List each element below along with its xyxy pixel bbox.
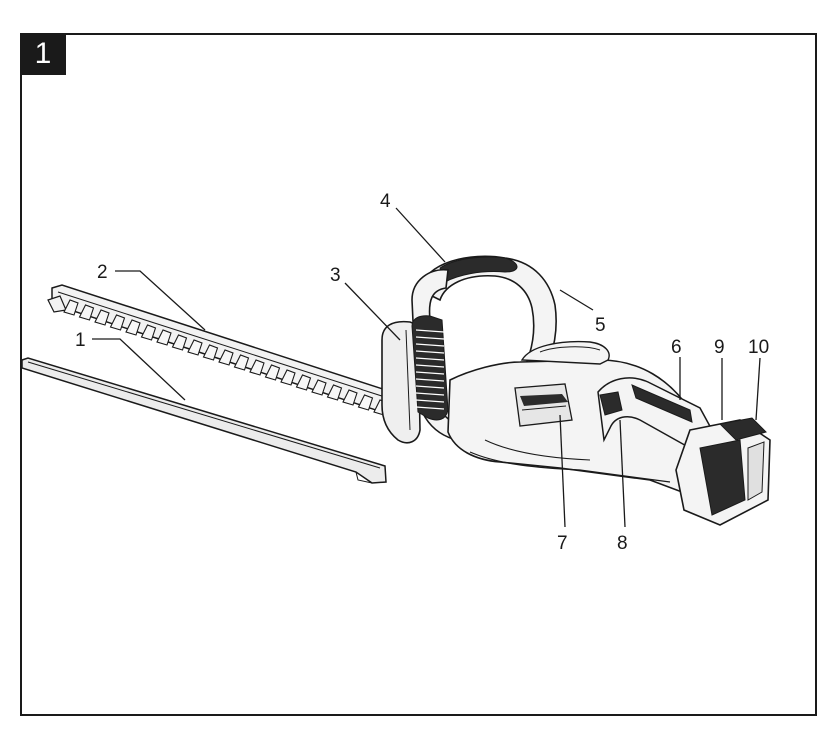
blade-tooth — [326, 384, 343, 401]
blade-tooth — [311, 379, 327, 396]
battery-pack — [675, 417, 771, 526]
grip-rib — [415, 406, 445, 410]
blade-tooth — [78, 304, 95, 321]
grip-rib — [415, 371, 445, 375]
grip-rib — [415, 357, 445, 361]
blade-tooth — [249, 359, 265, 376]
callout-6: 6 — [671, 337, 682, 358]
blade-tooth — [280, 369, 296, 386]
callout-1: 1 — [75, 330, 86, 351]
callout-8: 8 — [617, 533, 628, 554]
blade-bar — [47, 284, 393, 416]
callout-7: 7 — [557, 533, 568, 554]
leader-lines — [92, 207, 761, 528]
blade-tooth — [125, 319, 141, 336]
blade-tooth — [171, 334, 188, 351]
callout-4: 4 — [380, 191, 391, 212]
grip-rib — [415, 392, 445, 396]
grip-rib — [415, 399, 445, 403]
blade-tooth — [218, 349, 234, 366]
figure-number-badge: 1 — [20, 33, 66, 75]
grip-rib — [415, 329, 445, 333]
switch-lock-panel — [514, 383, 573, 427]
grip-rib — [415, 343, 445, 347]
blade-tooth — [109, 314, 126, 331]
callout-3: 3 — [330, 265, 341, 286]
blade-guard — [21, 357, 387, 484]
figure-frame — [20, 33, 817, 716]
hand-guard — [381, 320, 421, 444]
callout-10: 10 — [748, 337, 769, 358]
blade-tooth — [156, 329, 172, 346]
grip-rib — [415, 336, 445, 340]
blade-tooth — [187, 339, 203, 356]
blade-tooth — [140, 324, 157, 341]
callout-5: 5 — [595, 315, 606, 336]
callout-2: 2 — [97, 262, 108, 283]
grip-rib — [415, 350, 445, 354]
front-handle-grip — [411, 315, 449, 421]
grip-rib — [415, 385, 445, 389]
blade-tooth — [233, 354, 250, 371]
grip-rib — [415, 378, 445, 382]
blade-tooth — [94, 309, 110, 326]
blade-tooth — [63, 299, 79, 316]
blade-tooth — [342, 389, 358, 406]
blade-tooth — [202, 344, 219, 361]
blade-tooth — [357, 394, 374, 411]
callout-9: 9 — [714, 337, 725, 358]
grip-rib — [415, 364, 445, 368]
blade-tooth — [295, 374, 312, 391]
blade-tooth — [264, 364, 281, 381]
